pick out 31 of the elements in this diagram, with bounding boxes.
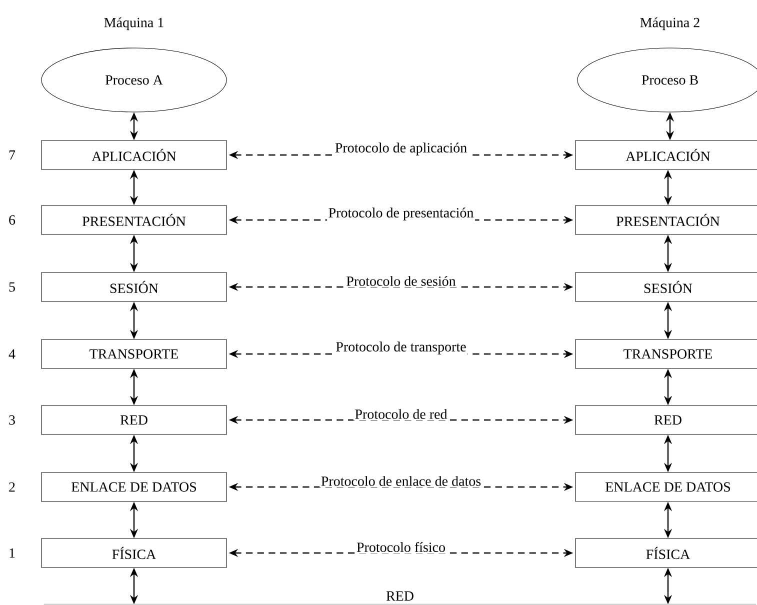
layer-number: 1 [10, 548, 15, 558]
layer-box: SESIÓN [41, 272, 227, 302]
layer-number: 2 [9, 482, 15, 492]
network-line: RED [44, 591, 756, 605]
layer-box: FÍSICA [575, 538, 757, 568]
layer-box: ENLACE DE DATOS [41, 472, 227, 502]
edge-label: Protocolo de sesión [344, 274, 458, 288]
edge-label: Protocolo de transporte [334, 340, 468, 356]
edge-label: Protocolo de enlace de datos [320, 474, 482, 488]
layer-number: 7 [9, 150, 16, 160]
edge-label: Protocolo de red [353, 408, 449, 420]
machine-label: Máquina 1 [104, 17, 164, 30]
layer-box: TRANSPORTE [575, 339, 757, 369]
layer-box: ENLACE DE DATOS [575, 472, 757, 502]
edge-label: Protocolo de presentación [326, 206, 476, 222]
machine-label: Máquina 2 [640, 17, 700, 30]
layer-box: SESIÓN [575, 272, 757, 302]
layer-box: APLICACIÓN [41, 140, 227, 170]
layer-number: 3 [9, 415, 15, 425]
layer-number: 4 [8, 349, 16, 359]
layer-box: FÍSICA [41, 538, 227, 568]
edge-label: Protocolo de aplicación [334, 141, 468, 157]
layer-number: 6 [9, 215, 16, 225]
layer-box: PRESENTACIÓN [575, 205, 757, 235]
layer-box: PRESENTACIÓN [41, 205, 227, 235]
edge-label: Protocolo físico [355, 540, 447, 554]
layer-box: TRANSPORTE [41, 339, 227, 369]
layer-number: 5 [9, 282, 15, 292]
layer-box: RED [575, 405, 757, 435]
layer-box: RED [41, 405, 227, 435]
layer-box: APLICACIÓN [575, 140, 757, 170]
